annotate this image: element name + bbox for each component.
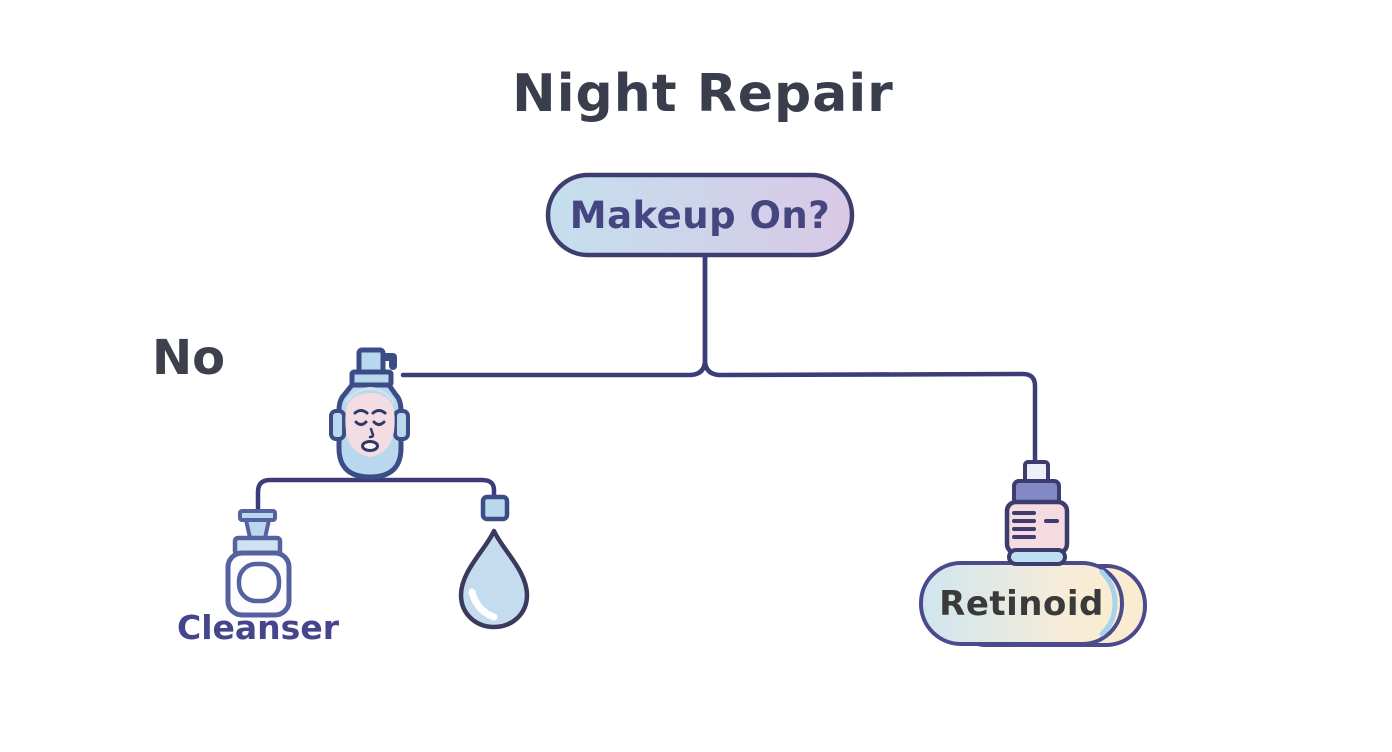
branch-no-label: No [152,330,226,386]
connector-lines [255,249,1038,516]
serum-bottle-icon [1004,460,1070,566]
retinoid-node-shape [919,561,1147,647]
cleanser-bottle-icon [225,509,292,618]
page-title: Night Repair [512,64,894,124]
water-drop-icon [458,528,530,630]
connector-root-to-retinoid [702,249,1038,462]
connector-root-to-no [400,249,708,378]
spa-face-pump-bottle-icon [329,347,410,480]
cleanser-step-label: Cleanser [177,608,339,647]
connector-cleanser-drop [255,477,497,516]
retinoid-node-label: Retinoid [939,583,1104,624]
decision-node-label: Makeup On? [569,193,831,237]
junction-square-node [480,494,510,522]
decision-node-shape [545,172,855,258]
